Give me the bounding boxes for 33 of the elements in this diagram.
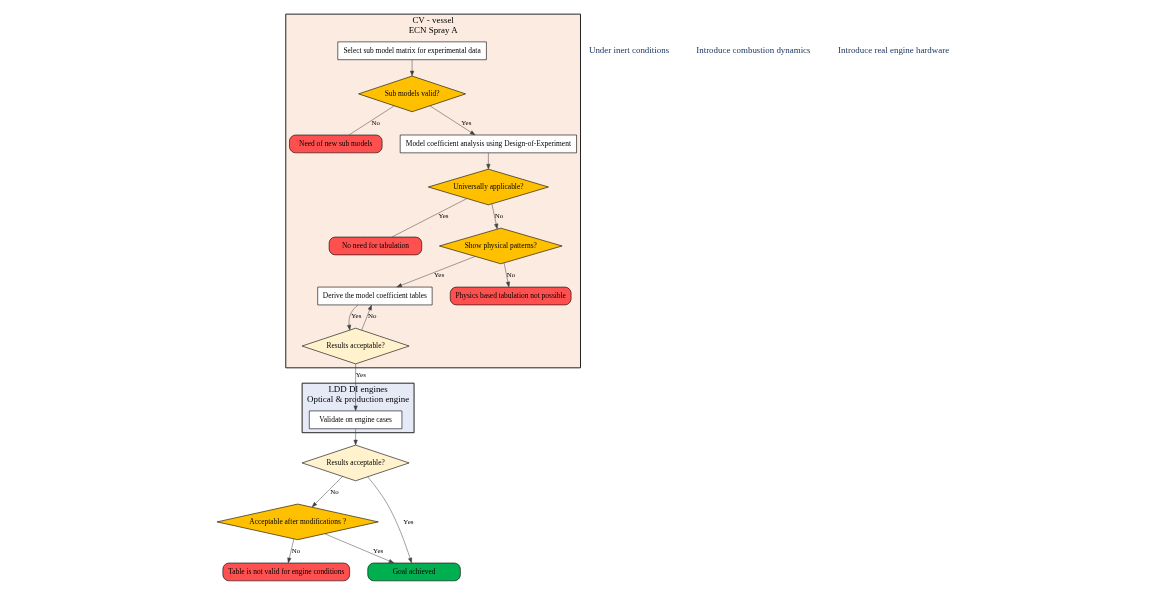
node-box: Physics based tabulation not possible [449,286,571,306]
arrow [429,105,475,136]
node-box: Select sub model matrix for experimental data [337,41,487,60]
arrow [491,203,498,230]
node-box: Need of new sub models [288,134,382,154]
node-box: Model coefficient analysis using Design-of-Experiment [399,134,577,154]
node-diamond: Sub models valid? [357,75,466,112]
arrow [323,533,394,564]
label: Introduce real engine hardware [837,44,949,55]
label: Introduce combustion dynamics [695,44,811,55]
node-diamond: Show physical patterns? [438,227,562,265]
arrow [353,363,358,412]
node-diamond: Universally applicable? [427,168,549,206]
node-box: Goal achieved [366,562,461,582]
arrow [346,304,358,331]
node-box: No need for tabulation [328,236,422,256]
label: Under inert conditions [588,44,669,55]
node-diamond: Results acceptable? [301,327,409,365]
connector [391,198,467,238]
node-box: Derive the model coefficient tables [316,286,432,306]
arrow [311,476,343,508]
arrow [286,538,294,564]
arrow [366,476,412,564]
arrow [353,428,358,446]
node-box: Validate on engine cases [308,410,402,430]
arrow [360,304,372,331]
arrow [409,59,414,77]
node-diamond: Results acceptable? [301,444,409,482]
arrow [503,262,510,288]
node-box: Table is not valid for engine conditions [222,562,350,582]
arrow [396,256,475,288]
connector [348,105,394,136]
arrow [485,152,490,170]
